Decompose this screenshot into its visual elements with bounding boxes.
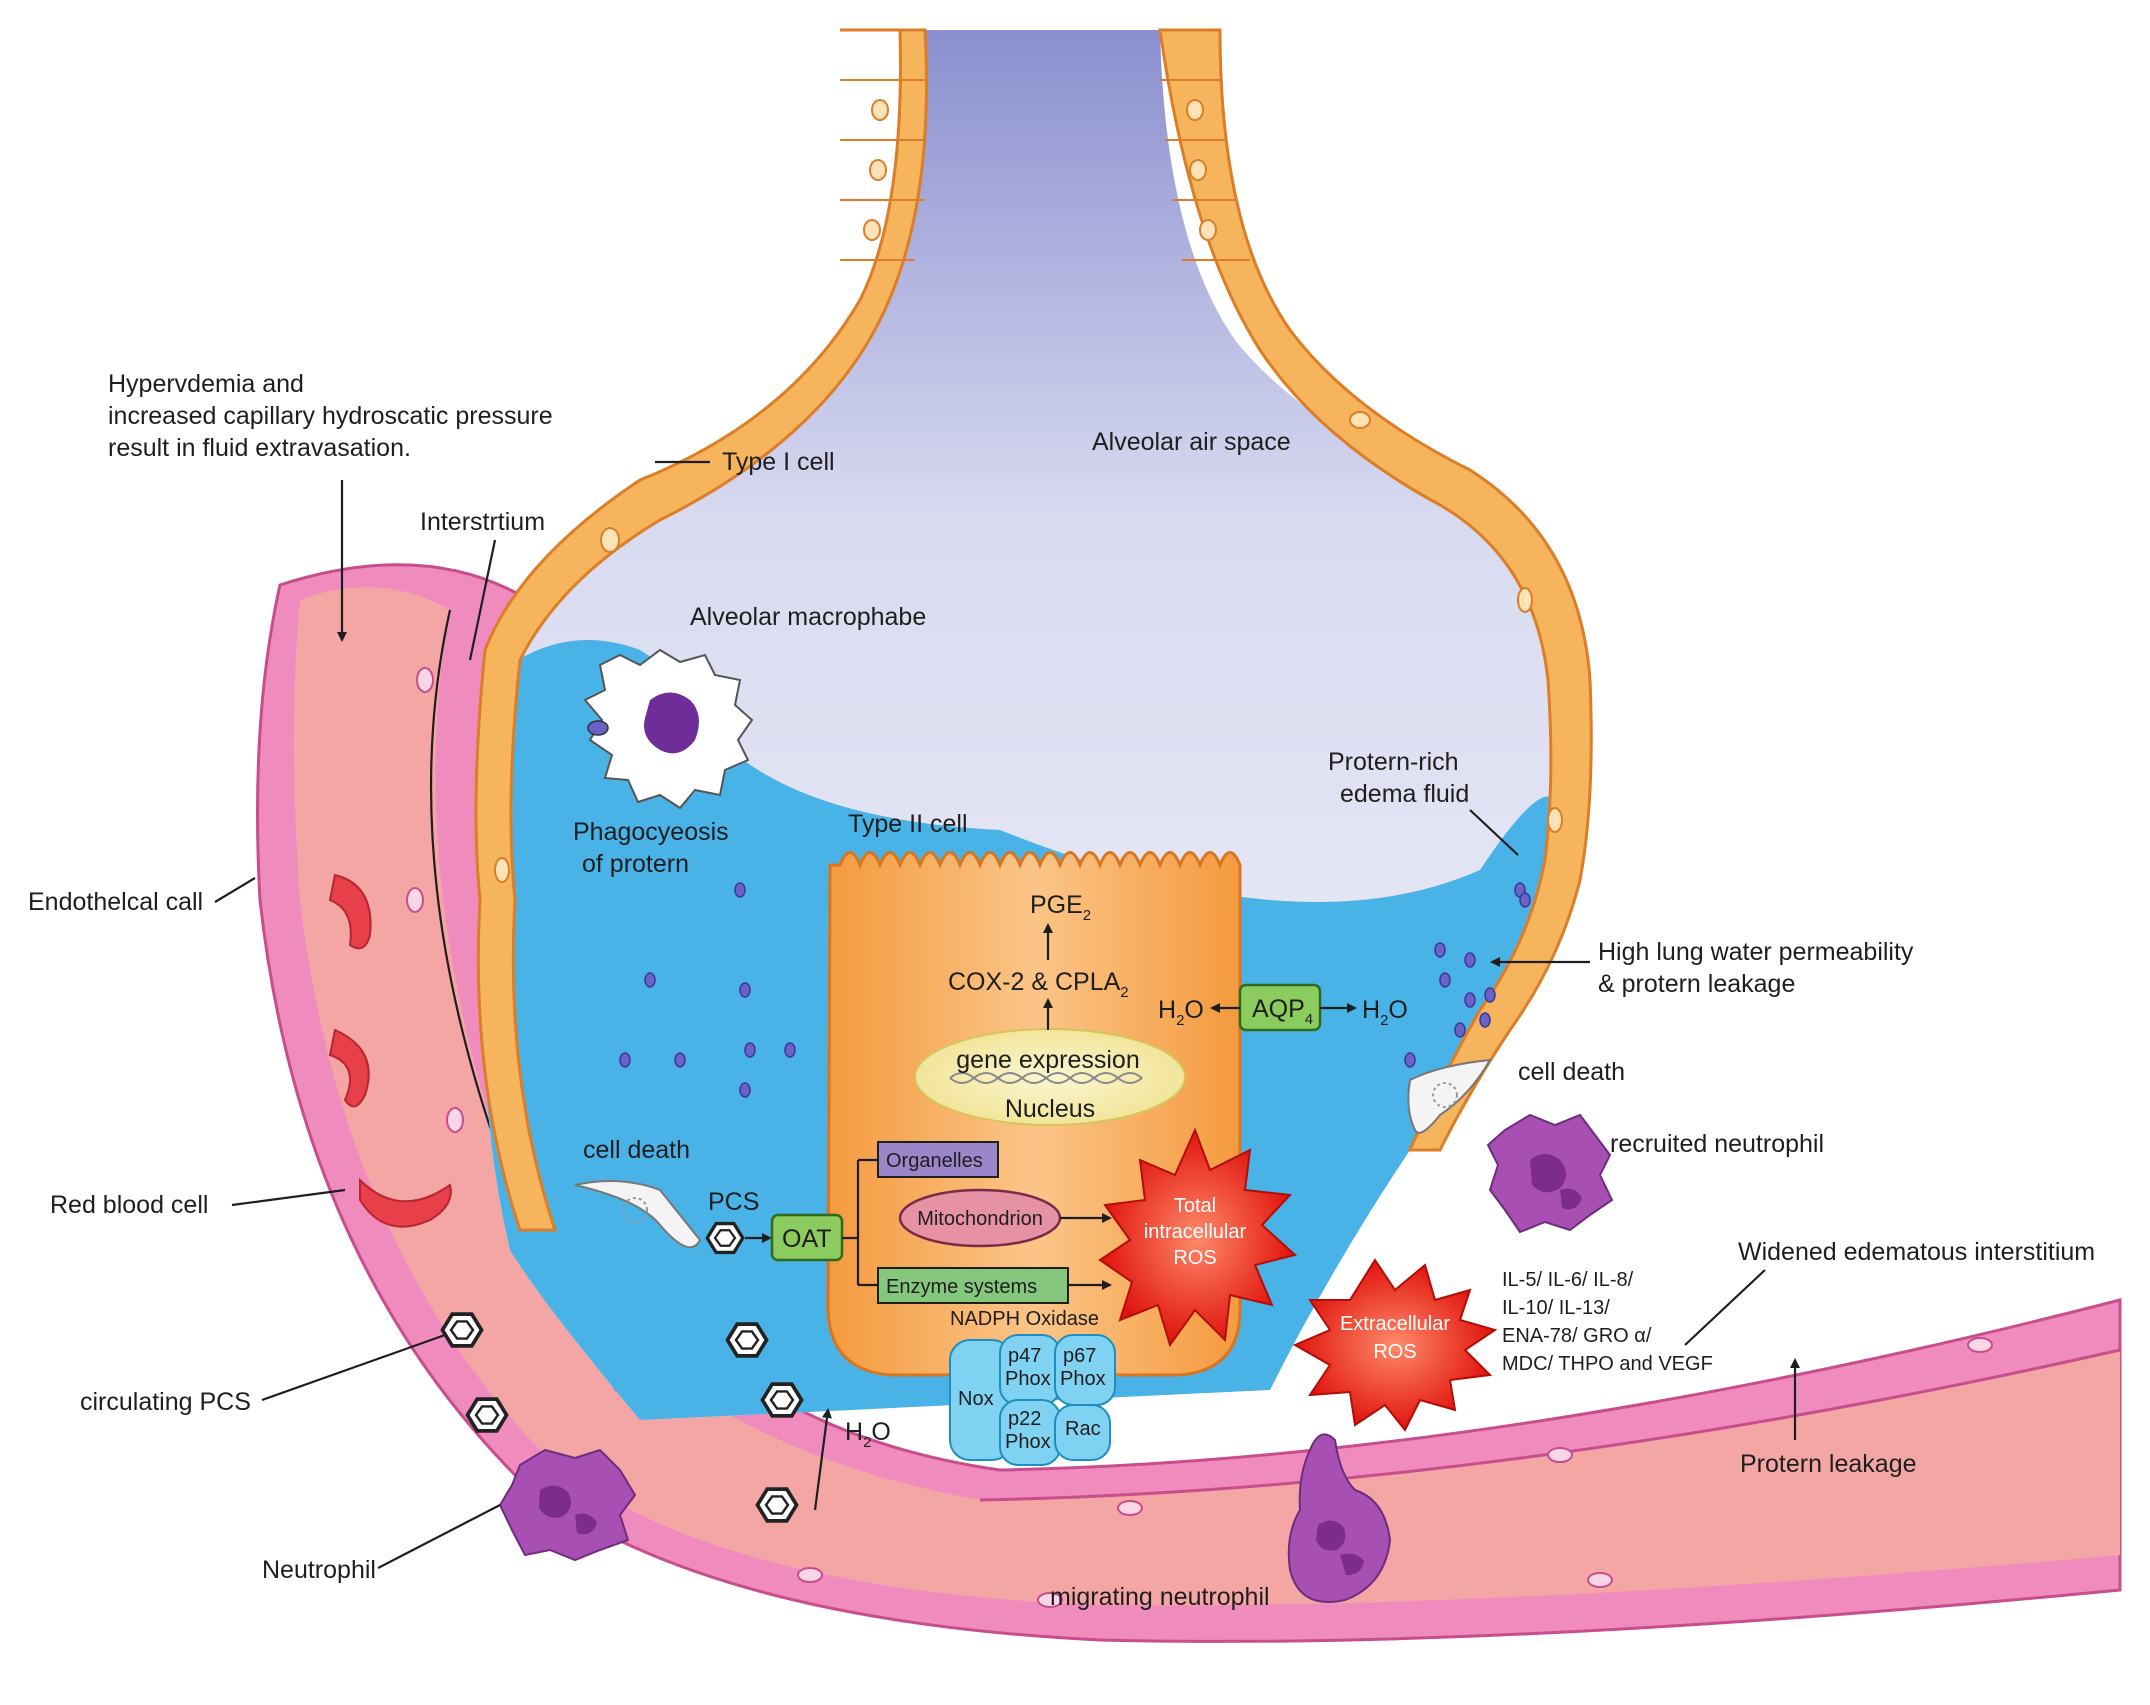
svg-text:intracellular: intracellular [1144,1221,1247,1243]
h2o-left-label: H2O [1158,996,1204,1029]
pge2-label: PGE2 [1030,891,1091,924]
p22-label: p22 [1008,1408,1041,1430]
endothelial-cell-label: Endothelcal call [28,888,203,916]
h2o-capillary-label: H2O [845,1418,891,1451]
alveolar-air-space-label: Alveolar air space [1092,428,1291,456]
cox2-cpla2-label: COX-2 & CPLA2 [948,968,1129,1001]
pcs-molecule [760,1382,804,1418]
svg-text:ROS: ROS [1373,1341,1416,1363]
p67-label: p67 [1063,1345,1096,1367]
svg-text:Organelles: Organelles [886,1150,983,1172]
extracellular-ros: Extracellular ROS [1292,1258,1498,1432]
recruited-neutrophil-label: recruited neutrophil [1610,1130,1824,1158]
red-blood-cells [328,873,452,1228]
pcs-molecule [755,1487,799,1523]
alveolar-macrophage-label: Alveolar macrophabe [690,603,926,631]
endothelial-cell-leader [214,877,256,903]
aqp4-channel: AQP4 [1238,983,1322,1032]
pcs-label: PCS [708,1188,759,1216]
nadph-oxidase-label: NADPH Oxidase [950,1308,1099,1330]
nox-label: Nox [958,1388,994,1410]
cytokines-line-2: IL-10/ IL-13/ [1502,1297,1610,1319]
edema-fluid-leader [1469,809,1519,856]
cytokines-line-3: ENA-78/ GRO α/ [1502,1325,1652,1347]
cell-death-left-label: cell death [583,1136,690,1164]
type1-epithelium-left [474,28,929,1232]
p22-phox-label: Phox [1005,1431,1051,1453]
p47-phox-label: Phox [1005,1368,1051,1390]
pcs-molecule [465,1397,509,1433]
widened-interstitium-label: Widened edematous interstitium [1738,1238,2095,1266]
alveolar-macrophage [583,648,754,810]
svg-text:AQP4: AQP4 [1252,995,1313,1028]
svg-text:Total: Total [1174,1195,1216,1217]
svg-text:Mitochondrion: Mitochondrion [917,1208,1043,1230]
epithelial-cell-borders [840,79,1250,261]
total-intracellular-ros: Total intracellular ROS [1098,1127,1298,1348]
nadph-oxidase-complex [949,1334,1116,1466]
protein-leakage-label: Protern leakage [1740,1450,1917,1478]
neutrophil-label: Neutrophil [262,1556,376,1584]
circulating-pcs-label: circulating PCS [80,1388,251,1416]
high-permeability-label-1: High lung water permeability [1598,938,1914,966]
cytokines-line-1: IL-5/ IL-6/ IL-8/ [1502,1269,1634,1291]
circulating-neutrophil [498,1448,637,1562]
protein-particles [619,882,1531,1098]
oat-transporter: OAT [770,1213,844,1262]
rac-label: Rac [1065,1418,1101,1440]
circulating-pcs-leader [261,1333,446,1402]
dying-cell-left [574,1180,702,1249]
pcs-molecule [725,1322,769,1358]
migrating-neutrophil [1287,1433,1392,1603]
cytokines-line-4: MDC/ THPO and VEGF [1502,1353,1713,1375]
hypervolemia-line-1: Hypervdemia and [108,370,304,398]
capillary-inner-wall [429,609,522,1211]
recruited-neutrophil [1486,1113,1614,1234]
migrating-neutrophil-label: migrating neutrophil [1050,1583,1270,1611]
gene-expression-label: gene expression [956,1046,1139,1074]
svg-text:OAT: OAT [782,1225,832,1253]
interstitium-leader [468,539,497,661]
hypervolemia-line-2: increased capillary hydroscatic pressure [108,402,553,430]
cell-death-right-label: cell death [1518,1058,1625,1086]
red-blood-cell-label: Red blood cell [50,1191,208,1219]
enzyme-systems-box: Enzyme systems [877,1267,1069,1304]
mitochondrion: Mitochondrion [898,1188,1062,1248]
type1-cell-label: Type I cell [722,448,835,476]
svg-text:Enzyme systems: Enzyme systems [886,1276,1037,1298]
pcs-molecule [440,1312,484,1348]
epithelial-nuclei [494,99,1563,883]
nucleus-label: Nucleus [1005,1095,1095,1123]
p67-phox-label: Phox [1060,1368,1106,1390]
interstitium-label: Interstrtium [420,508,545,536]
hypervolemia-line-3: result in fluid extravasation. [108,434,411,462]
p47-label: p47 [1008,1345,1041,1367]
svg-text:ROS: ROS [1173,1247,1216,1269]
arrow-h2o-extravasation [813,1408,832,1511]
edema-fluid-label-1: Protern-rich [1328,748,1459,776]
type1-epithelium-right [1158,28,1593,1152]
widened-interstitium-leader [1684,1269,1766,1346]
capillary-lumen [294,587,2120,1606]
oat-branch-lines [842,1158,878,1287]
organelles-box: Organelles [877,1141,999,1178]
high-permeability-label-2: & protern leakage [1598,970,1795,998]
type2-cell-label: Type II cell [848,810,968,838]
dying-cell-right [1407,1058,1492,1134]
h2o-right-label: H2O [1362,996,1408,1029]
pcs-molecule-oat [705,1221,745,1255]
phagocytosis-label-2: of protern [582,850,689,878]
edema-fluid-label-2: edema fluid [1340,780,1469,808]
nucleus [914,1028,1186,1126]
red-blood-cell-leader [231,1188,346,1207]
svg-text:Extracellular: Extracellular [1340,1313,1450,1335]
phagocytosis-label-1: Phagocyeosis [573,818,729,846]
neutrophil-leader [377,1504,501,1569]
